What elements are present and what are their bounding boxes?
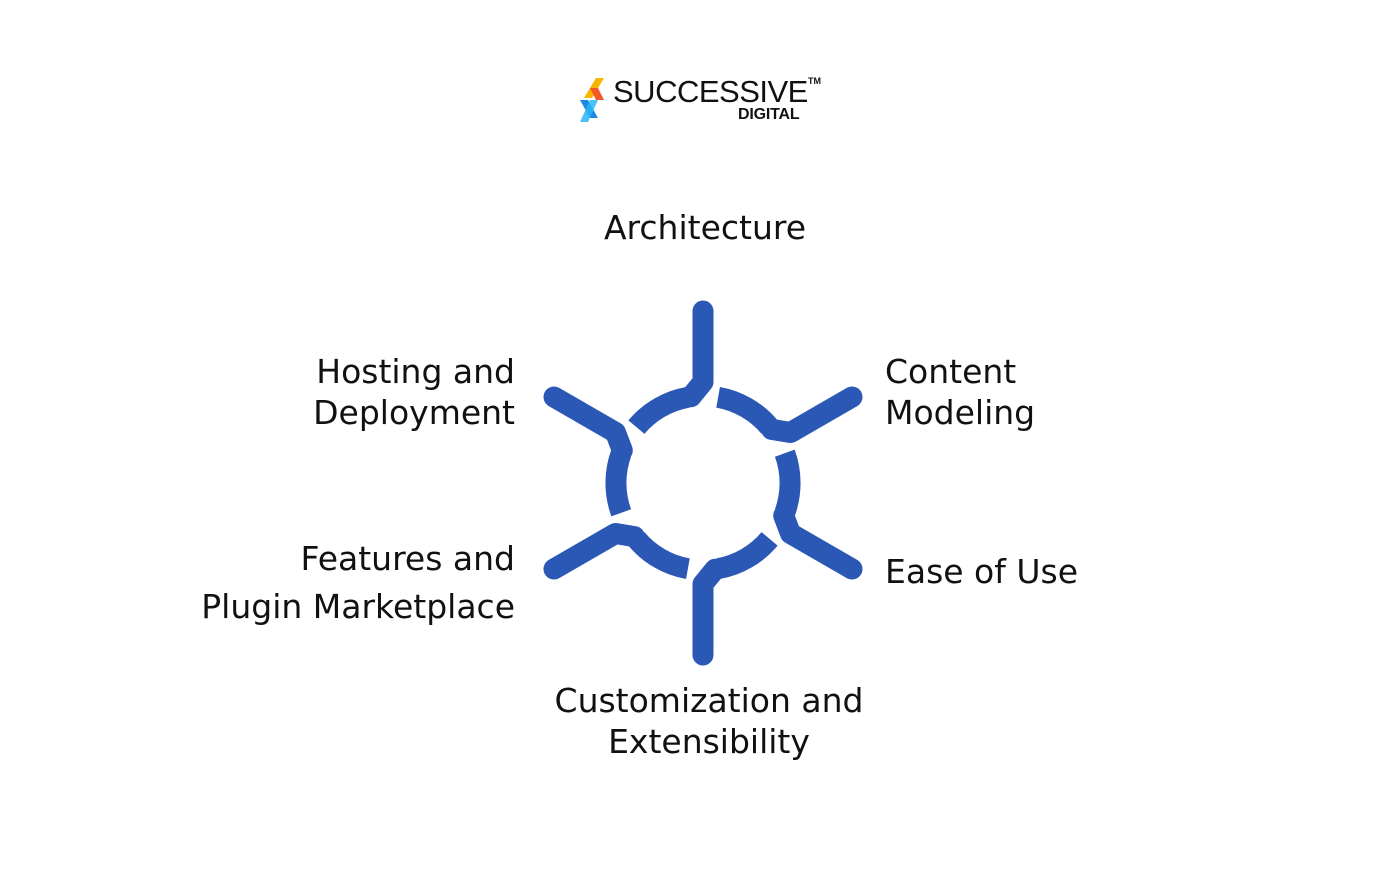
hub-spoke-top [680,300,714,408]
hub-spoke-bottom-left [543,523,645,580]
hub-spoke-bottom-right [773,505,863,580]
logo-chevron-cyan [580,100,598,122]
hub-spoke-bottom [692,558,726,666]
brand-sub: DIGITAL [738,106,800,123]
label-content-modeling-line-2: Modeling [885,393,1036,432]
hub-arc-bottom [628,531,691,580]
brand-name: SUCCESSIVE [613,74,808,109]
label-architecture-line-1: Architecture [603,208,807,247]
label-ease-of-use-line-1: Ease of Use [885,552,1079,591]
hub-arc-bottom-left [605,449,632,517]
label-hosting-deployment: Hosting and Deployment [115,351,515,433]
brand-logo: SUCCESSIVE TM DIGITAL [578,74,838,130]
hub-arc-top-right [774,449,801,517]
hub-spoke-top-right [761,386,863,443]
label-features-line-2: Plugin Marketplace [201,587,515,626]
label-hosting-line-1: Hosting and [316,352,515,391]
label-features-line-1: Features and [300,539,515,578]
label-content-modeling-line-1: Content [885,352,1017,391]
logo-chevron-orange [590,88,604,100]
label-customization-line-2: Extensibility [608,722,810,761]
label-customization-line-1: Customization and [554,681,864,720]
label-hosting-line-2: Deployment [313,393,515,432]
hub-arc-bottom-right [715,531,778,580]
label-features-plugin-marketplace: Features and Plugin Marketplace [115,535,515,631]
hub-arc-top-left [628,386,691,435]
label-architecture: Architecture [400,207,1010,248]
label-content-modeling: Content Modeling [885,351,1035,433]
hub-spoke-top-left [543,386,633,461]
label-customization-extensibility: Customization and Extensibility [400,680,1018,762]
chevron-mark-icon [580,78,604,122]
brand-trademark: TM [808,76,821,86]
label-ease-of-use: Ease of Use [885,551,1078,592]
hub-arc-top [715,386,778,435]
